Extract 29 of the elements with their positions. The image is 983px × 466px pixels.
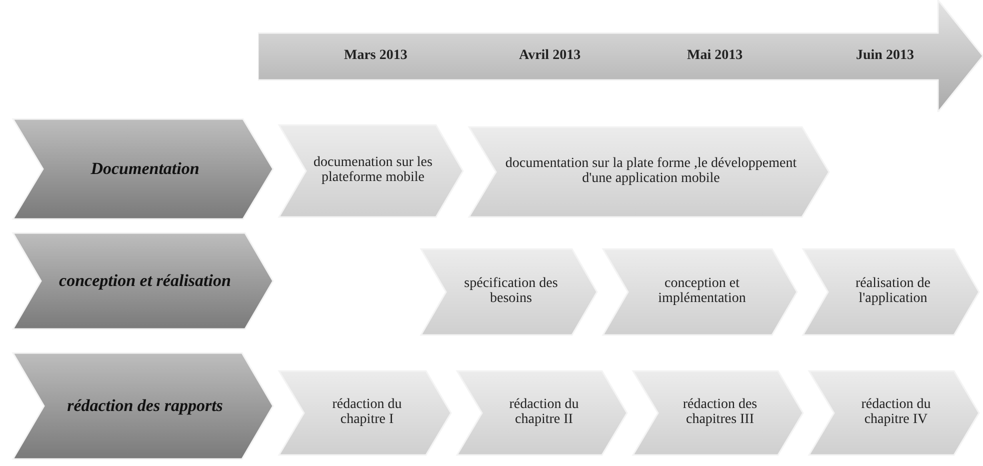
timeline-arrow [258, 0, 983, 112]
task-label: réalisation de l'application [854, 275, 932, 308]
task-bar [802, 248, 980, 336]
task-bar [278, 124, 464, 218]
task-bar [632, 370, 804, 456]
month-label: Mars 2013 [344, 48, 408, 64]
task-bar [420, 248, 598, 336]
phase-label: Documentation [90, 158, 200, 180]
phase-label: conception et réalisation [58, 270, 232, 292]
task-label: spécification des besoins [463, 275, 559, 308]
task-label: conception et implémentation [657, 275, 747, 308]
phase-bar [12, 118, 274, 220]
task-label: documentation sur la plate forme ,le développement d'une application mobile [504, 155, 798, 188]
task-bar [278, 370, 452, 456]
month-label: Mai 2013 [687, 48, 743, 64]
task-label: rédaction du chapitre IV [860, 396, 932, 429]
phase-bar [12, 352, 274, 460]
phase-bar [12, 232, 274, 330]
task-bar [602, 248, 798, 336]
task-bar [808, 370, 980, 456]
month-label: Avril 2013 [519, 48, 581, 64]
task-label: rédaction du chapitre I [331, 396, 403, 429]
phase-label: rédaction des rapports [66, 395, 224, 418]
task-bar [456, 370, 628, 456]
month-label: Juin 2013 [856, 48, 914, 64]
task-bar [468, 126, 830, 218]
task-label: documenation sur les plateforme mobile [312, 154, 434, 187]
task-label: rédaction du chapitre II [508, 396, 580, 429]
task-label: rédaction des chapitres III [682, 396, 758, 429]
